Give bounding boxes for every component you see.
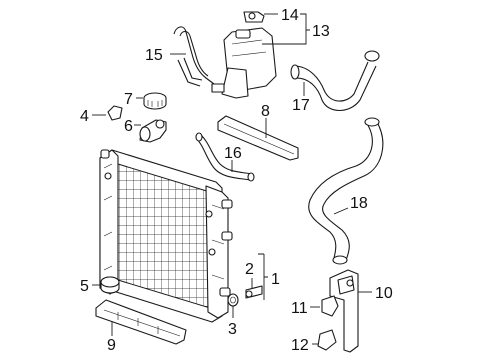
callout-3: 3	[228, 321, 237, 338]
callout-18: 18	[350, 195, 368, 212]
callout-16: 16	[224, 145, 242, 162]
callout-7: 7	[124, 91, 133, 108]
hose-part-16	[195, 132, 255, 182]
callout-15: 15	[145, 47, 163, 64]
callout-12: 12	[291, 337, 309, 354]
radiator-cap-part-7	[136, 92, 167, 110]
callout-6: 6	[124, 118, 133, 135]
bracket-assembly	[310, 269, 372, 353]
callout-13-bracket	[262, 13, 310, 45]
baffle-part-9	[95, 299, 187, 345]
support-part-8	[217, 115, 299, 161]
callout-1-bracket	[258, 253, 268, 300]
reservoir-tank	[211, 27, 277, 99]
callout-17: 17	[292, 97, 310, 114]
callout-labels: 1 2 3 4 5 6 7 8 9 10 11 12 13 14 15 16 1…	[80, 7, 393, 354]
callout-1: 1	[271, 271, 280, 288]
callout-8: 8	[261, 103, 270, 120]
callout-13: 13	[312, 23, 330, 40]
reservoir-cap	[243, 11, 278, 23]
hose-part-18	[308, 117, 384, 265]
hose-fitting-part-6	[134, 119, 167, 143]
hose-part-15	[170, 26, 215, 87]
callout-14: 14	[281, 7, 299, 24]
callout-11: 11	[291, 300, 308, 317]
o-ring	[227, 293, 239, 318]
callout-5: 5	[80, 278, 89, 295]
cap-part-5	[92, 276, 120, 294]
callout-4: 4	[80, 108, 89, 125]
callout-10: 10	[375, 285, 393, 302]
callout-9: 9	[107, 337, 116, 354]
drain-cock	[245, 278, 263, 299]
clip-part-4	[92, 105, 123, 121]
callout-2: 2	[245, 261, 254, 278]
radiator	[99, 149, 233, 323]
hose-part-17	[290, 50, 380, 112]
